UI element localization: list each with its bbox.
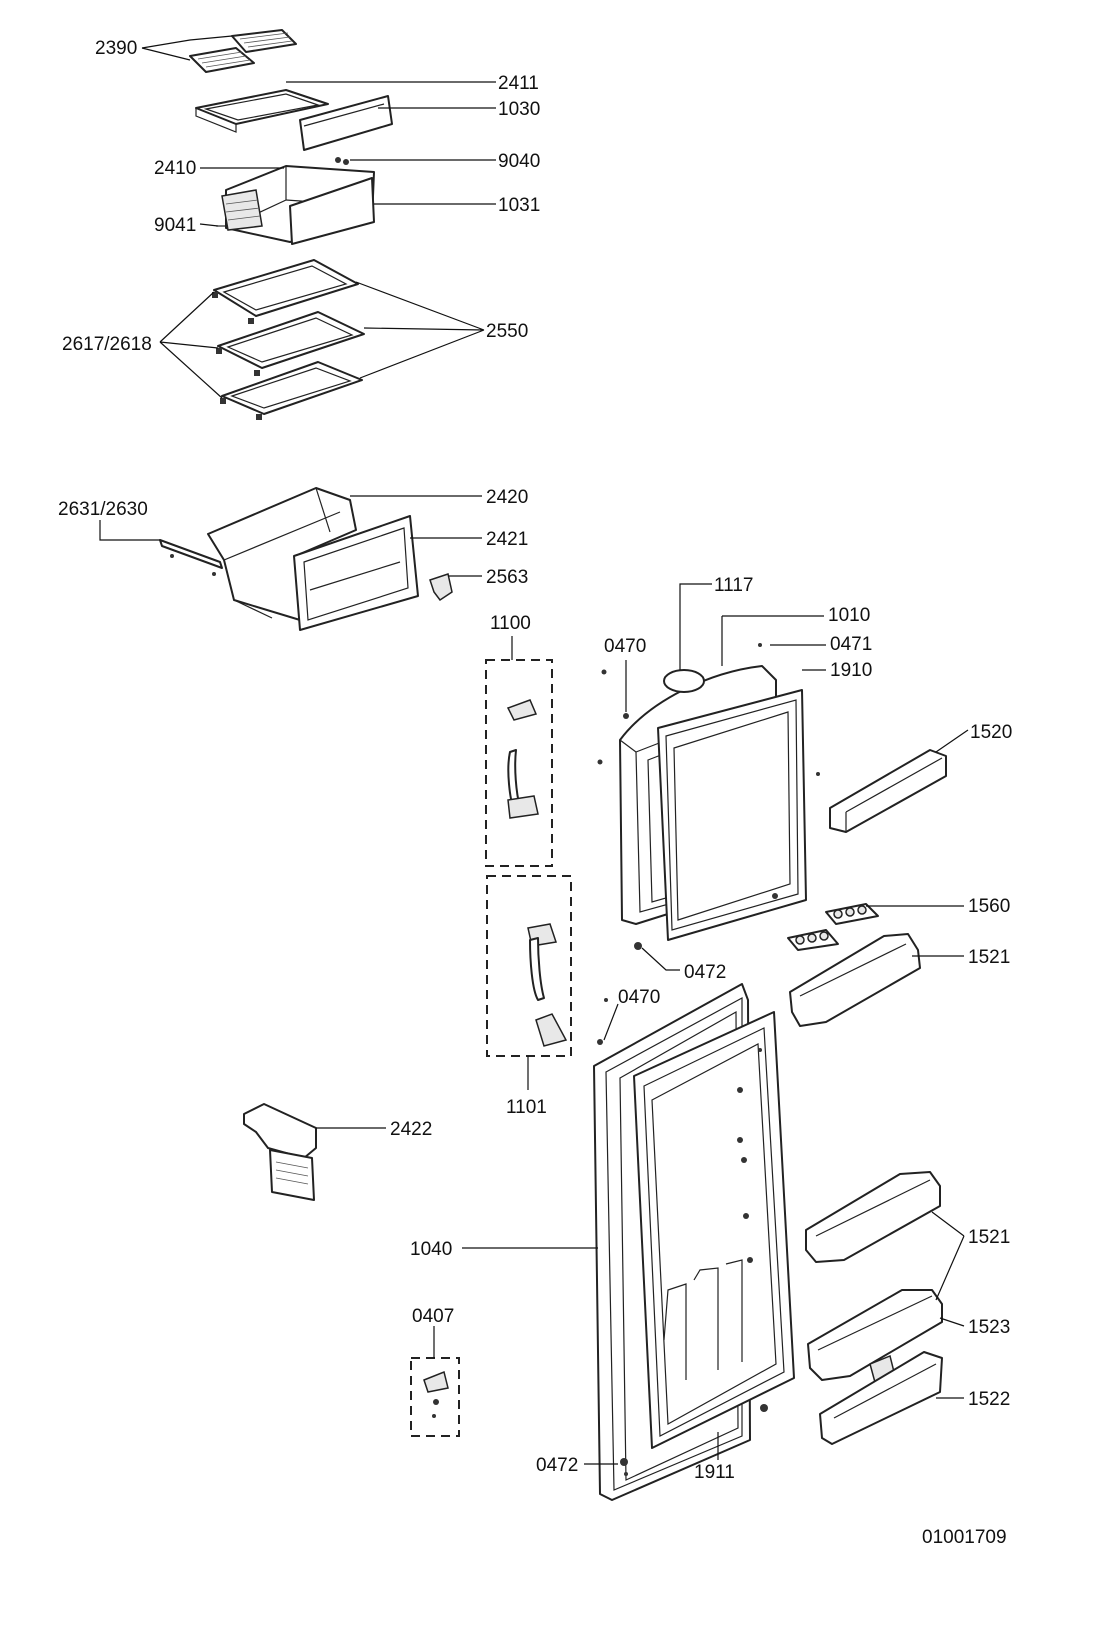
callout-2422: 2422 (390, 1119, 432, 1140)
callout-2410: 2410 (154, 158, 196, 179)
door-shelf-1520-part (829, 749, 947, 833)
callout-1910: 1910 (830, 660, 872, 681)
freezer-tray-part (195, 89, 329, 133)
callout-1117: 1117 (714, 575, 753, 596)
drawer-rail-part (159, 539, 223, 576)
handle-kit-box-1101 (486, 875, 572, 1057)
fridge-door-part (593, 983, 795, 1501)
callout-1010: 1010 (828, 605, 870, 626)
screw-part (597, 1039, 603, 1045)
callout-1560: 1560 (968, 896, 1010, 917)
callout-0470-upper: 0470 (604, 636, 646, 657)
callout-1100: 1100 (490, 613, 531, 634)
callout-1523: 1523 (968, 1317, 1010, 1338)
callout-1040: 1040 (410, 1239, 452, 1260)
callout-1520: 1520 (970, 722, 1012, 743)
freezer-front-cover-part (299, 95, 393, 151)
callout-1101: 1101 (506, 1097, 547, 1118)
freezer-drawer-part (216, 157, 375, 245)
deodoriser-part (243, 1103, 317, 1201)
callout-labels: 2390 2411 1030 2410 9040 1031 9041 2617/… (58, 38, 1012, 1548)
callout-9041: 9041 (154, 215, 196, 236)
callout-2421: 2421 (486, 529, 528, 550)
callout-0472-upper: 0472 (684, 962, 726, 983)
callout-2631-2630: 2631/2630 (58, 499, 148, 520)
glass-shelf-part (212, 259, 365, 420)
callout-1030: 1030 (498, 99, 540, 120)
crisper-drawer-part (207, 487, 419, 631)
callout-2550: 2550 (486, 321, 528, 342)
callout-1521-upper: 1521 (968, 947, 1010, 968)
callout-2563: 2563 (486, 567, 528, 588)
ice-tray-part (189, 29, 297, 73)
callout-2617-2618: 2617/2618 (62, 334, 152, 355)
hinge-kit-box-0407 (410, 1357, 460, 1437)
callout-0472-lower: 0472 (536, 1455, 578, 1476)
freezer-door-part (597, 643, 820, 941)
callout-2390: 2390 (95, 38, 137, 59)
callout-1911: 1911 (694, 1462, 735, 1483)
callout-1031: 1031 (498, 195, 540, 216)
callout-0471: 0471 (830, 634, 872, 655)
handle-upper-part (506, 699, 539, 819)
callout-1521-lower: 1521 (968, 1227, 1010, 1248)
hinge-kit-part (423, 1370, 449, 1418)
hinge-pin-upper (634, 942, 642, 950)
egg-tray-part (787, 903, 879, 951)
callout-0407: 0407 (412, 1306, 454, 1327)
bottle-shelf-1522-part (819, 1351, 943, 1445)
handle-kit-box-1100 (485, 659, 553, 867)
door-shelf-1521-upper-part (789, 933, 921, 1027)
callout-0470-lower: 0470 (618, 987, 660, 1008)
handle-lower-part (527, 923, 568, 1047)
door-shelf-1521-lower-part (805, 1171, 943, 1381)
leader-lines (99, 35, 969, 1465)
clip-part (429, 573, 453, 602)
screw-part (604, 998, 608, 1002)
document-id: 01001709 (922, 1527, 1007, 1548)
callout-1522: 1522 (968, 1389, 1010, 1410)
callout-9040: 9040 (498, 151, 540, 172)
callout-2411: 2411 (498, 73, 539, 94)
callout-2420: 2420 (486, 487, 528, 508)
